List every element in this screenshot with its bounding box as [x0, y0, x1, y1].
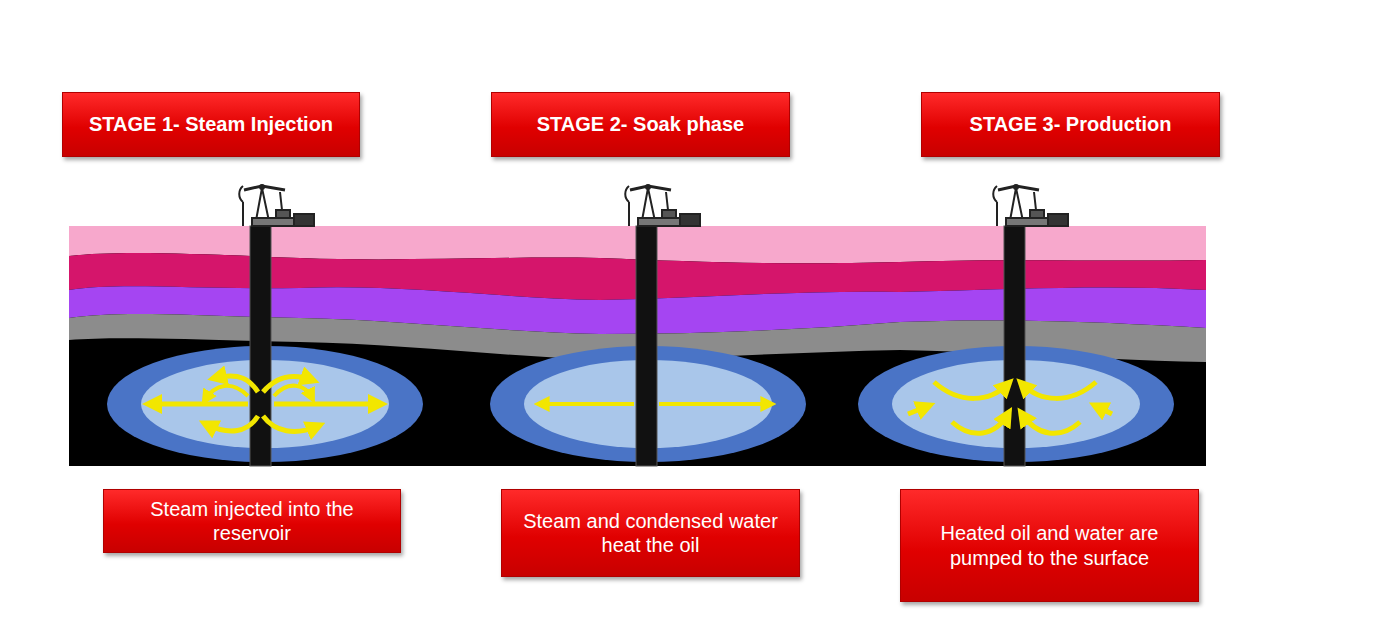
stage-title: STAGE 2- Soak phase — [537, 112, 744, 136]
stage-description: Heated oil and water are pumped to the s… — [911, 521, 1188, 570]
pumpjack — [239, 185, 314, 226]
heat-spread-arrows — [540, 402, 770, 406]
stage-title-box: STAGE 1- Steam Injection — [62, 92, 360, 157]
stage-title-box: STAGE 3- Production — [921, 92, 1220, 157]
well-bore — [250, 226, 1025, 466]
stage-title-box: STAGE 2- Soak phase — [491, 92, 790, 157]
stage-description-box: Steam injected into the reservoir — [103, 489, 401, 553]
steam-flow-arrows — [150, 376, 380, 431]
production-flow-arrows — [908, 382, 1112, 433]
stage-title: STAGE 1- Steam Injection — [89, 112, 333, 136]
stage-description-box: Heated oil and water are pumped to the s… — [900, 489, 1199, 602]
stage-description-box: Steam and condensed water heat the oil — [501, 489, 800, 577]
ground-layers — [69, 226, 1206, 466]
stage-description: Steam injected into the reservoir — [114, 497, 390, 546]
stage-description: Steam and condensed water heat the oil — [512, 509, 789, 558]
stage-title: STAGE 3- Production — [970, 112, 1172, 136]
